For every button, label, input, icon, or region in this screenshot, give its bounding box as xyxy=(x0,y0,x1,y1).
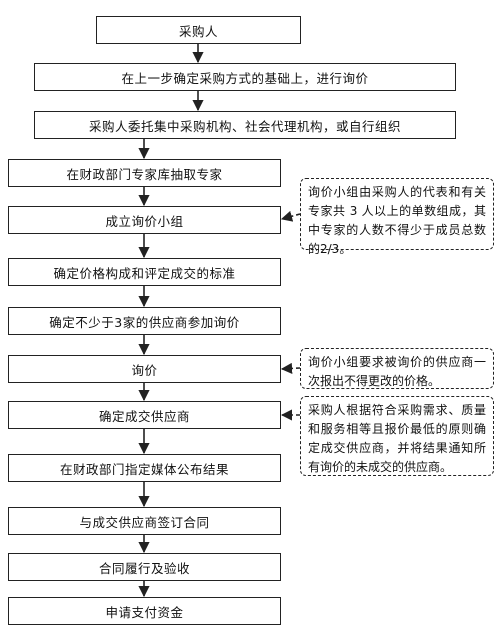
step-select-experts: 在财政部门专家库抽取专家 xyxy=(8,159,281,187)
step-inquiry: 询价 xyxy=(8,355,281,383)
note-connector-2 xyxy=(280,362,301,375)
step-inquiry-basis: 在上一步确定采购方式的基础上，进行询价 xyxy=(34,63,456,91)
step-publish-result: 在财政部门指定媒体公布结果 xyxy=(8,454,281,482)
step-entrust-agency: 采购人委托集中采购机构、社会代理机构，或自行组织 xyxy=(34,111,456,139)
note-inquiry-group: 询价小组由采购人的代表和有关专家共 3 人以上的单数组成，其中专家的人数不得少于… xyxy=(300,178,494,256)
step-apply-payment: 申请支付资金 xyxy=(8,597,281,625)
step-contract-acceptance: 合同履行及验收 xyxy=(8,553,281,581)
step-purchaser: 采购人 xyxy=(96,16,301,44)
step-sign-contract: 与成交供应商签订合同 xyxy=(8,507,281,535)
note-determine-supplier: 采购人根据符合采购需求、质量和服务相等且报价最低的原则确定成交供应商，并将结果通… xyxy=(300,396,494,476)
note-connector-1 xyxy=(280,210,301,222)
step-select-suppliers: 确定不少于3家的供应商参加询价 xyxy=(8,307,281,335)
note-inquiry-price: 询价小组要求被询价的供应商一次报出不得更改的价格。 xyxy=(300,348,494,389)
step-determine-supplier: 确定成交供应商 xyxy=(8,401,281,429)
step-price-standard: 确定价格构成和评定成交的标准 xyxy=(8,258,281,286)
step-form-inquiry-group: 成立询价小组 xyxy=(8,206,281,234)
